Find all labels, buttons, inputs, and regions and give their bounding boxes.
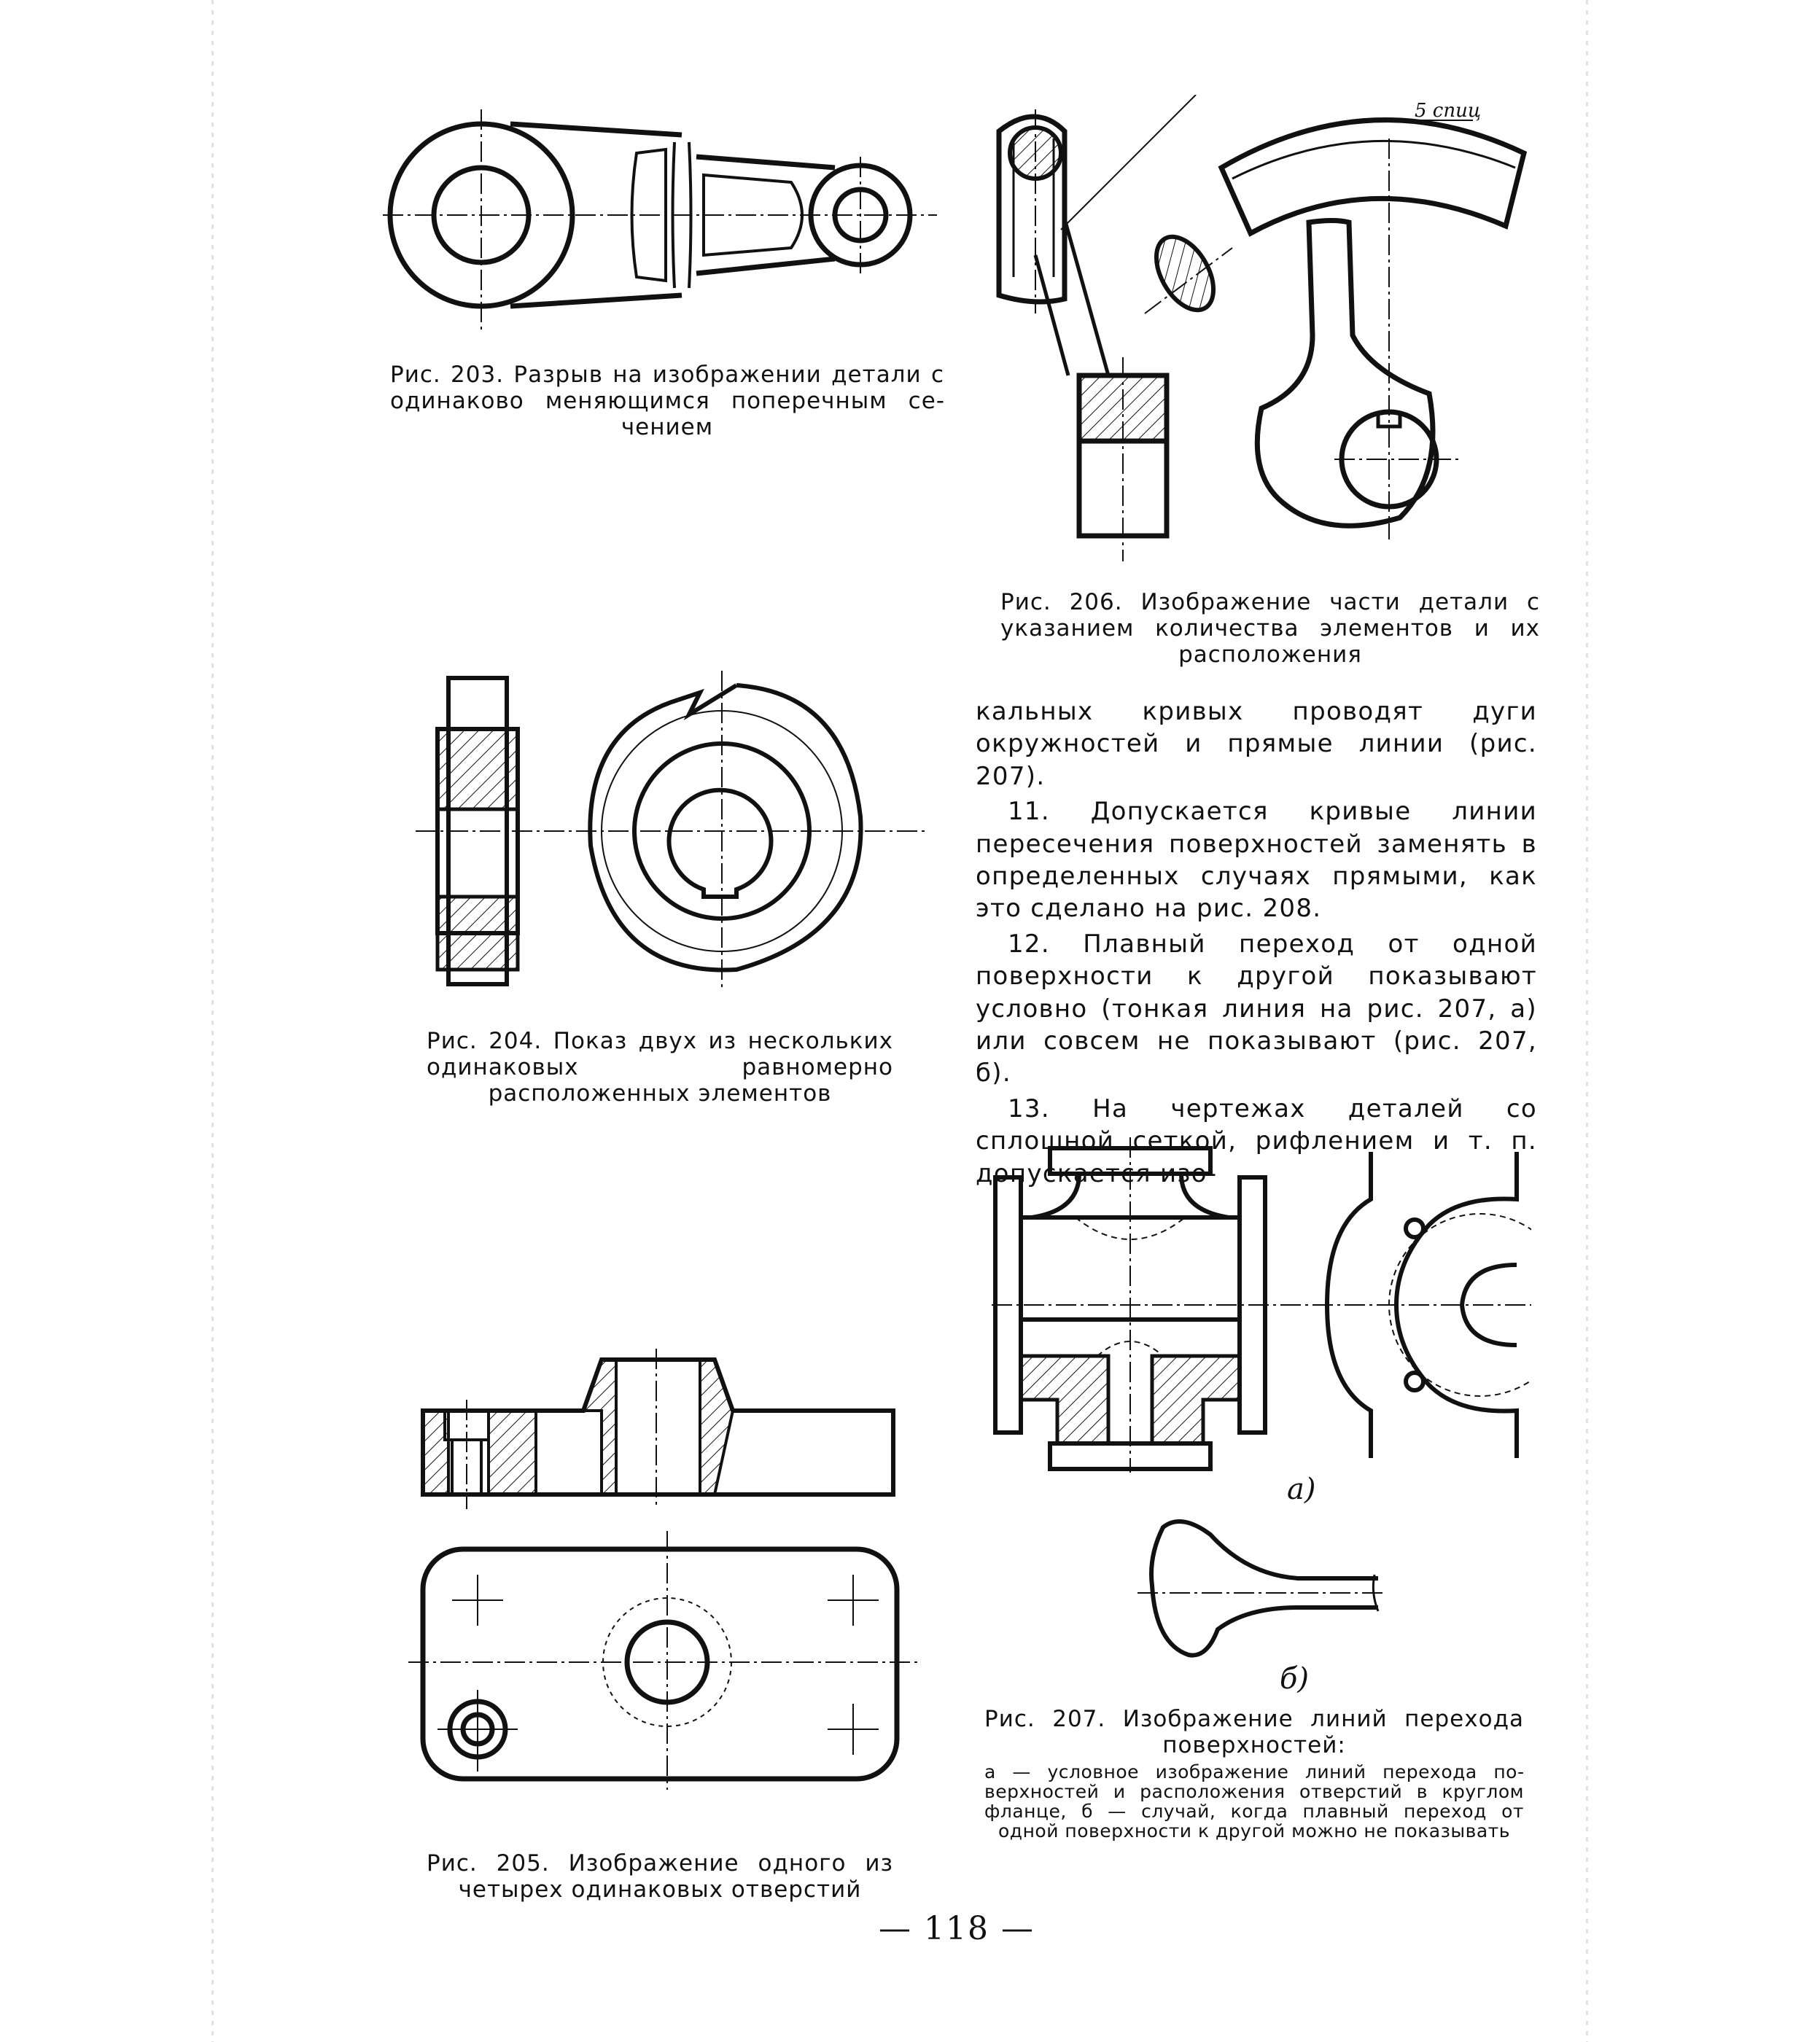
- figure-207a-drawing: [992, 1137, 1531, 1473]
- figure-207b-label: б): [1280, 1662, 1310, 1696]
- figure-206-drawing: 5 спиц: [992, 95, 1531, 569]
- body-text-column: кальных кривых проводят дуги окружно­сте…: [976, 695, 1537, 1190]
- spokes-count-callout: 5 спиц: [1415, 100, 1481, 122]
- figure-205-caption: Рис. 205. Изображение одного из че­тырех…: [427, 1850, 893, 1903]
- paragraph-11: 11. Допускается кривые линии пересе­чени…: [976, 797, 1537, 924]
- figure-207a-label: а): [1287, 1473, 1316, 1506]
- figure-206-caption: Рис. 206. Изображение части детали с ука…: [1000, 589, 1540, 668]
- paragraph-continuation: кальных кривых проводят дуги окружно­сте…: [976, 697, 1537, 791]
- figure-207-legend: а — условное изображение линий перехода …: [984, 1761, 1524, 1842]
- figure-207-caption: Рис. 207. Изображение линий перехода по­…: [984, 1706, 1524, 1758]
- page-number: — 118 —: [879, 1910, 1035, 1947]
- figure-204-caption: Рис. 204. Показ двух из нескольких одина…: [427, 1028, 893, 1107]
- figure-203-caption: Рис. 203. Разрыв на изображении детали с…: [390, 362, 944, 440]
- figure-207b-drawing: [1138, 1505, 1385, 1666]
- figure-205-drawing: [408, 1341, 919, 1793]
- scan-edge-right: [1586, 0, 1588, 2042]
- figure-203-drawing: [383, 102, 937, 335]
- paragraph-12: 12. Плавный переход от одной повер­хност…: [976, 929, 1537, 1088]
- scan-edge-left: [211, 0, 214, 2042]
- figure-204-drawing: [394, 656, 926, 999]
